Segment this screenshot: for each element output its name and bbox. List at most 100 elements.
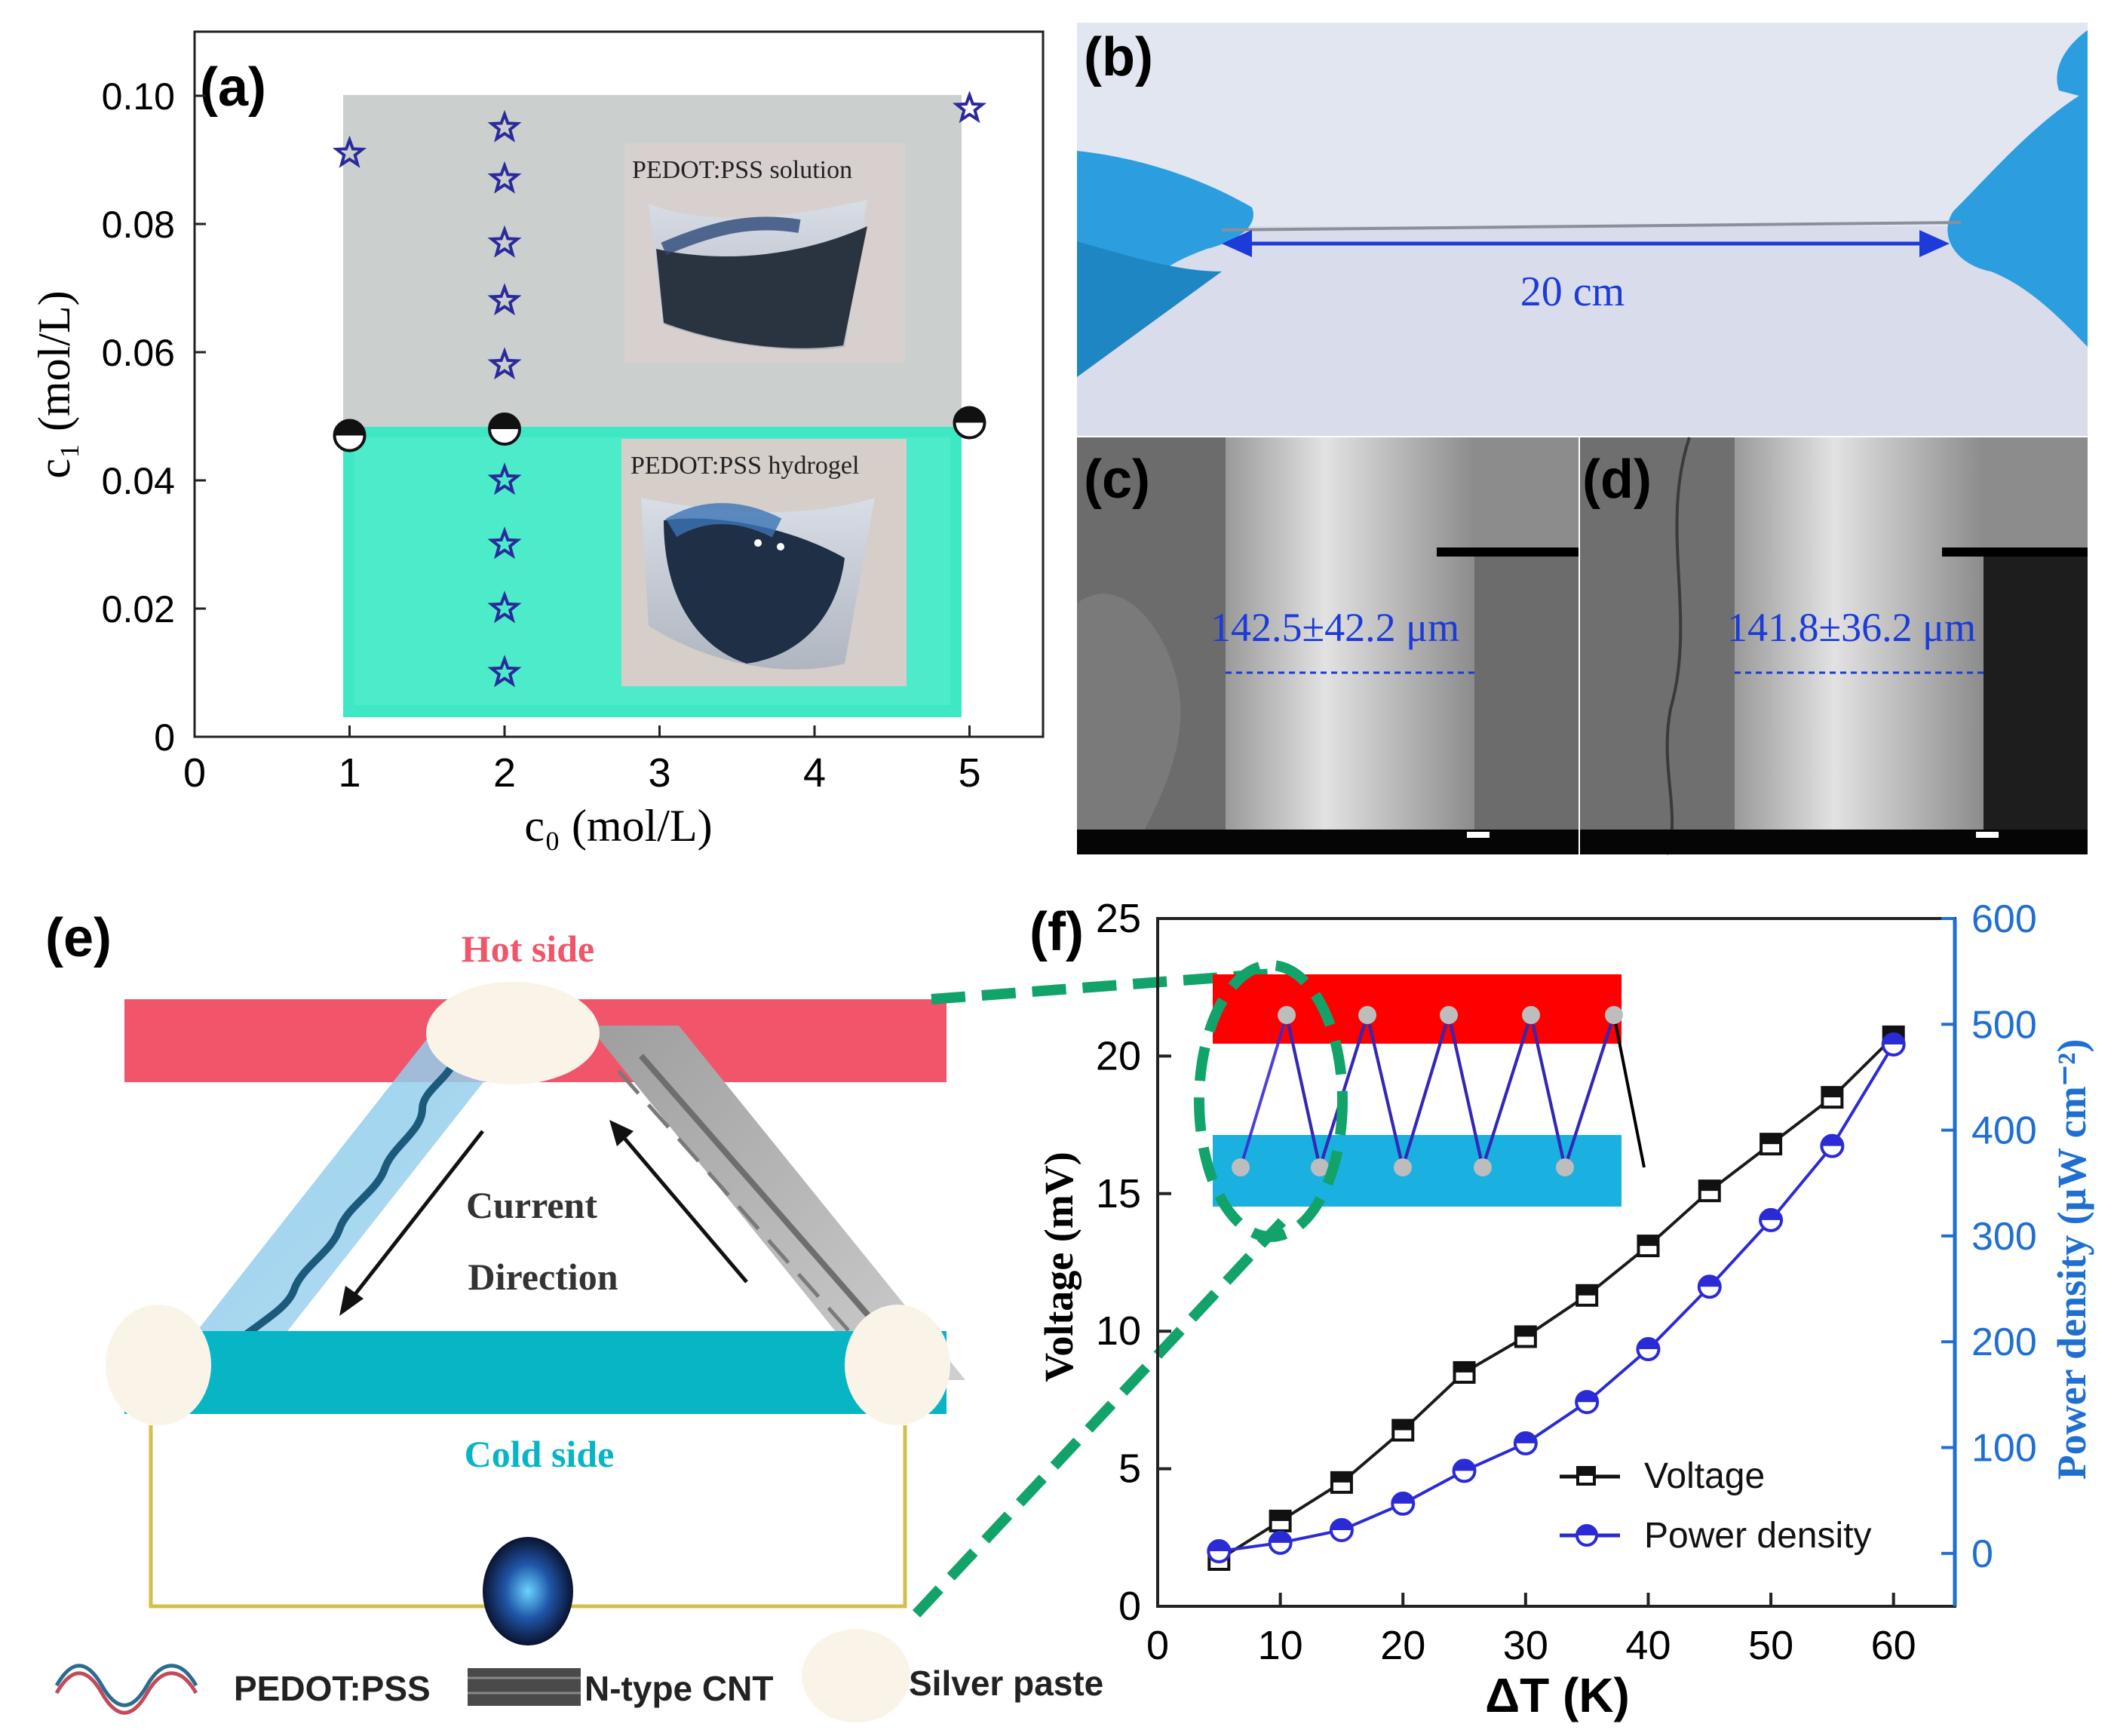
x-tick-label: 20 [1380, 1623, 1425, 1668]
panel-a-xlabel: c₀ (mol/L) [524, 801, 712, 851]
silver-paste-right [845, 1305, 950, 1425]
cold-side-label: Cold side [465, 1433, 615, 1475]
power-point [1575, 1390, 1600, 1415]
y-tick-label: 0 [1118, 1584, 1141, 1629]
silver-paste-top [426, 982, 600, 1084]
panel-b-label: (b) [1084, 27, 1153, 87]
voltage-point [1269, 1509, 1292, 1532]
y-tick-label: 10 [1096, 1308, 1141, 1354]
inset-cold [1213, 1135, 1621, 1207]
y2-tick-label: 600 [1971, 897, 2037, 941]
solution-photo: PEDOT:PSS solution [624, 143, 905, 363]
y2-tick-label: 100 [1971, 1427, 2037, 1471]
power-point [1513, 1431, 1538, 1455]
panel-d: 141.8±36.2 μm (d) [1580, 437, 2088, 855]
power-point [1697, 1274, 1722, 1299]
legend-power: Power density [1644, 1516, 1871, 1556]
star-point [487, 283, 522, 316]
star-point [487, 590, 522, 624]
voltage-point [1698, 1179, 1721, 1203]
inset-hot [1213, 974, 1621, 1044]
panel-a-ylabel: c₁ (mol/L) [29, 290, 79, 478]
y-tick-label: 0.06 [102, 332, 175, 374]
load-device [483, 1537, 573, 1646]
voltage-line [1218, 1035, 1895, 1561]
silver-paste-left [106, 1305, 211, 1425]
panel-f-label: (f) [1029, 902, 1084, 962]
pedot-legend-icon [54, 1671, 198, 1715]
voltage-point [1575, 1284, 1599, 1307]
voltage-point [1453, 1360, 1476, 1384]
panel-f-y2label: Power density (μW cm⁻²) [2049, 1039, 2094, 1480]
y-tick-label: 0.02 [102, 588, 175, 630]
y-tick-label: 0.10 [102, 75, 175, 118]
voltage-point [1637, 1235, 1660, 1258]
hot-side-label: Hot side [462, 928, 594, 970]
panel-a-points [332, 90, 987, 688]
inset-bottom-label: PEDOT:PSS hydrogel [630, 452, 859, 480]
star-point [487, 161, 522, 194]
power-point [1268, 1530, 1293, 1555]
y-tick-label: 0.04 [102, 460, 175, 502]
y-tick-label: 5 [1118, 1446, 1141, 1492]
inset-node [1394, 1158, 1412, 1176]
fiber-c [1226, 437, 1474, 830]
legend-voltage: Voltage [1644, 1456, 1765, 1496]
x-tick-label: 5 [958, 750, 980, 796]
right-glove [1947, 90, 2088, 347]
x-tick-label: 0 [183, 750, 206, 796]
diameter-d: 141.8±36.2 μm [1727, 605, 1976, 650]
inset-node [1311, 1158, 1329, 1176]
half-circle-point [333, 419, 367, 452]
y2-tick-label: 300 [1971, 1215, 2037, 1259]
panel-f-series [1207, 1025, 1906, 1571]
zoom-connector [912, 968, 1287, 1618]
panel-f-legend: Voltage Power density [1560, 1456, 1871, 1556]
current-arrow-right [617, 1130, 748, 1284]
hydrogel-photo: PEDOT:PSS hydrogel [621, 439, 907, 686]
star-point [487, 526, 522, 560]
diameter-c: 142.5±42.2 μm [1210, 605, 1459, 650]
x-tick-label: 3 [648, 750, 670, 796]
cnt-legend-icon [468, 1668, 581, 1706]
inset-nodes [1232, 1006, 1623, 1176]
y2-tick-label: 400 [1971, 1109, 2037, 1153]
star-point [487, 347, 522, 380]
power-point [1329, 1517, 1354, 1542]
fiber [1221, 221, 1962, 232]
silver-legend-icon [802, 1629, 910, 1722]
current-arrow-left [345, 1130, 484, 1306]
power-point [1391, 1491, 1416, 1516]
current-label-2: Direction [468, 1256, 618, 1298]
inset-top-label: PEDOT:PSS solution [632, 156, 852, 184]
half-circle-point [488, 413, 521, 446]
x-tick-label: 2 [493, 750, 516, 796]
inset-node [1278, 1006, 1296, 1024]
y-tick-label: 25 [1096, 896, 1141, 941]
x-tick-label: 1 [338, 750, 361, 796]
x-tick-label: 60 [1871, 1623, 1916, 1668]
inset-node [1232, 1158, 1250, 1176]
x-tick-label: 50 [1748, 1623, 1793, 1668]
y2-tick-label: 0 [1971, 1532, 1993, 1576]
y-tick-label: 0.08 [102, 204, 175, 246]
x-tick-label: 10 [1258, 1623, 1303, 1668]
power-point [1881, 1032, 1906, 1057]
power-line [1219, 1043, 1895, 1554]
voltage-point [1330, 1471, 1353, 1494]
star-point [487, 655, 522, 688]
star-point [487, 109, 522, 143]
half-circle-point [953, 406, 986, 440]
legend-pedot: PEDOT:PSS [234, 1669, 431, 1708]
star-point [952, 90, 987, 124]
cold-plate [124, 1331, 947, 1414]
panel-c: 142.5±42.2 μm (c) [1077, 437, 1579, 854]
y-tick-label: 20 [1096, 1033, 1141, 1078]
x-tick-label: 4 [803, 750, 826, 796]
x-tick-label: 40 [1625, 1623, 1671, 1668]
panel-a-label: (a) [200, 57, 266, 118]
y2-tick-label: 500 [1971, 1003, 2037, 1047]
inset-node [1474, 1158, 1492, 1176]
